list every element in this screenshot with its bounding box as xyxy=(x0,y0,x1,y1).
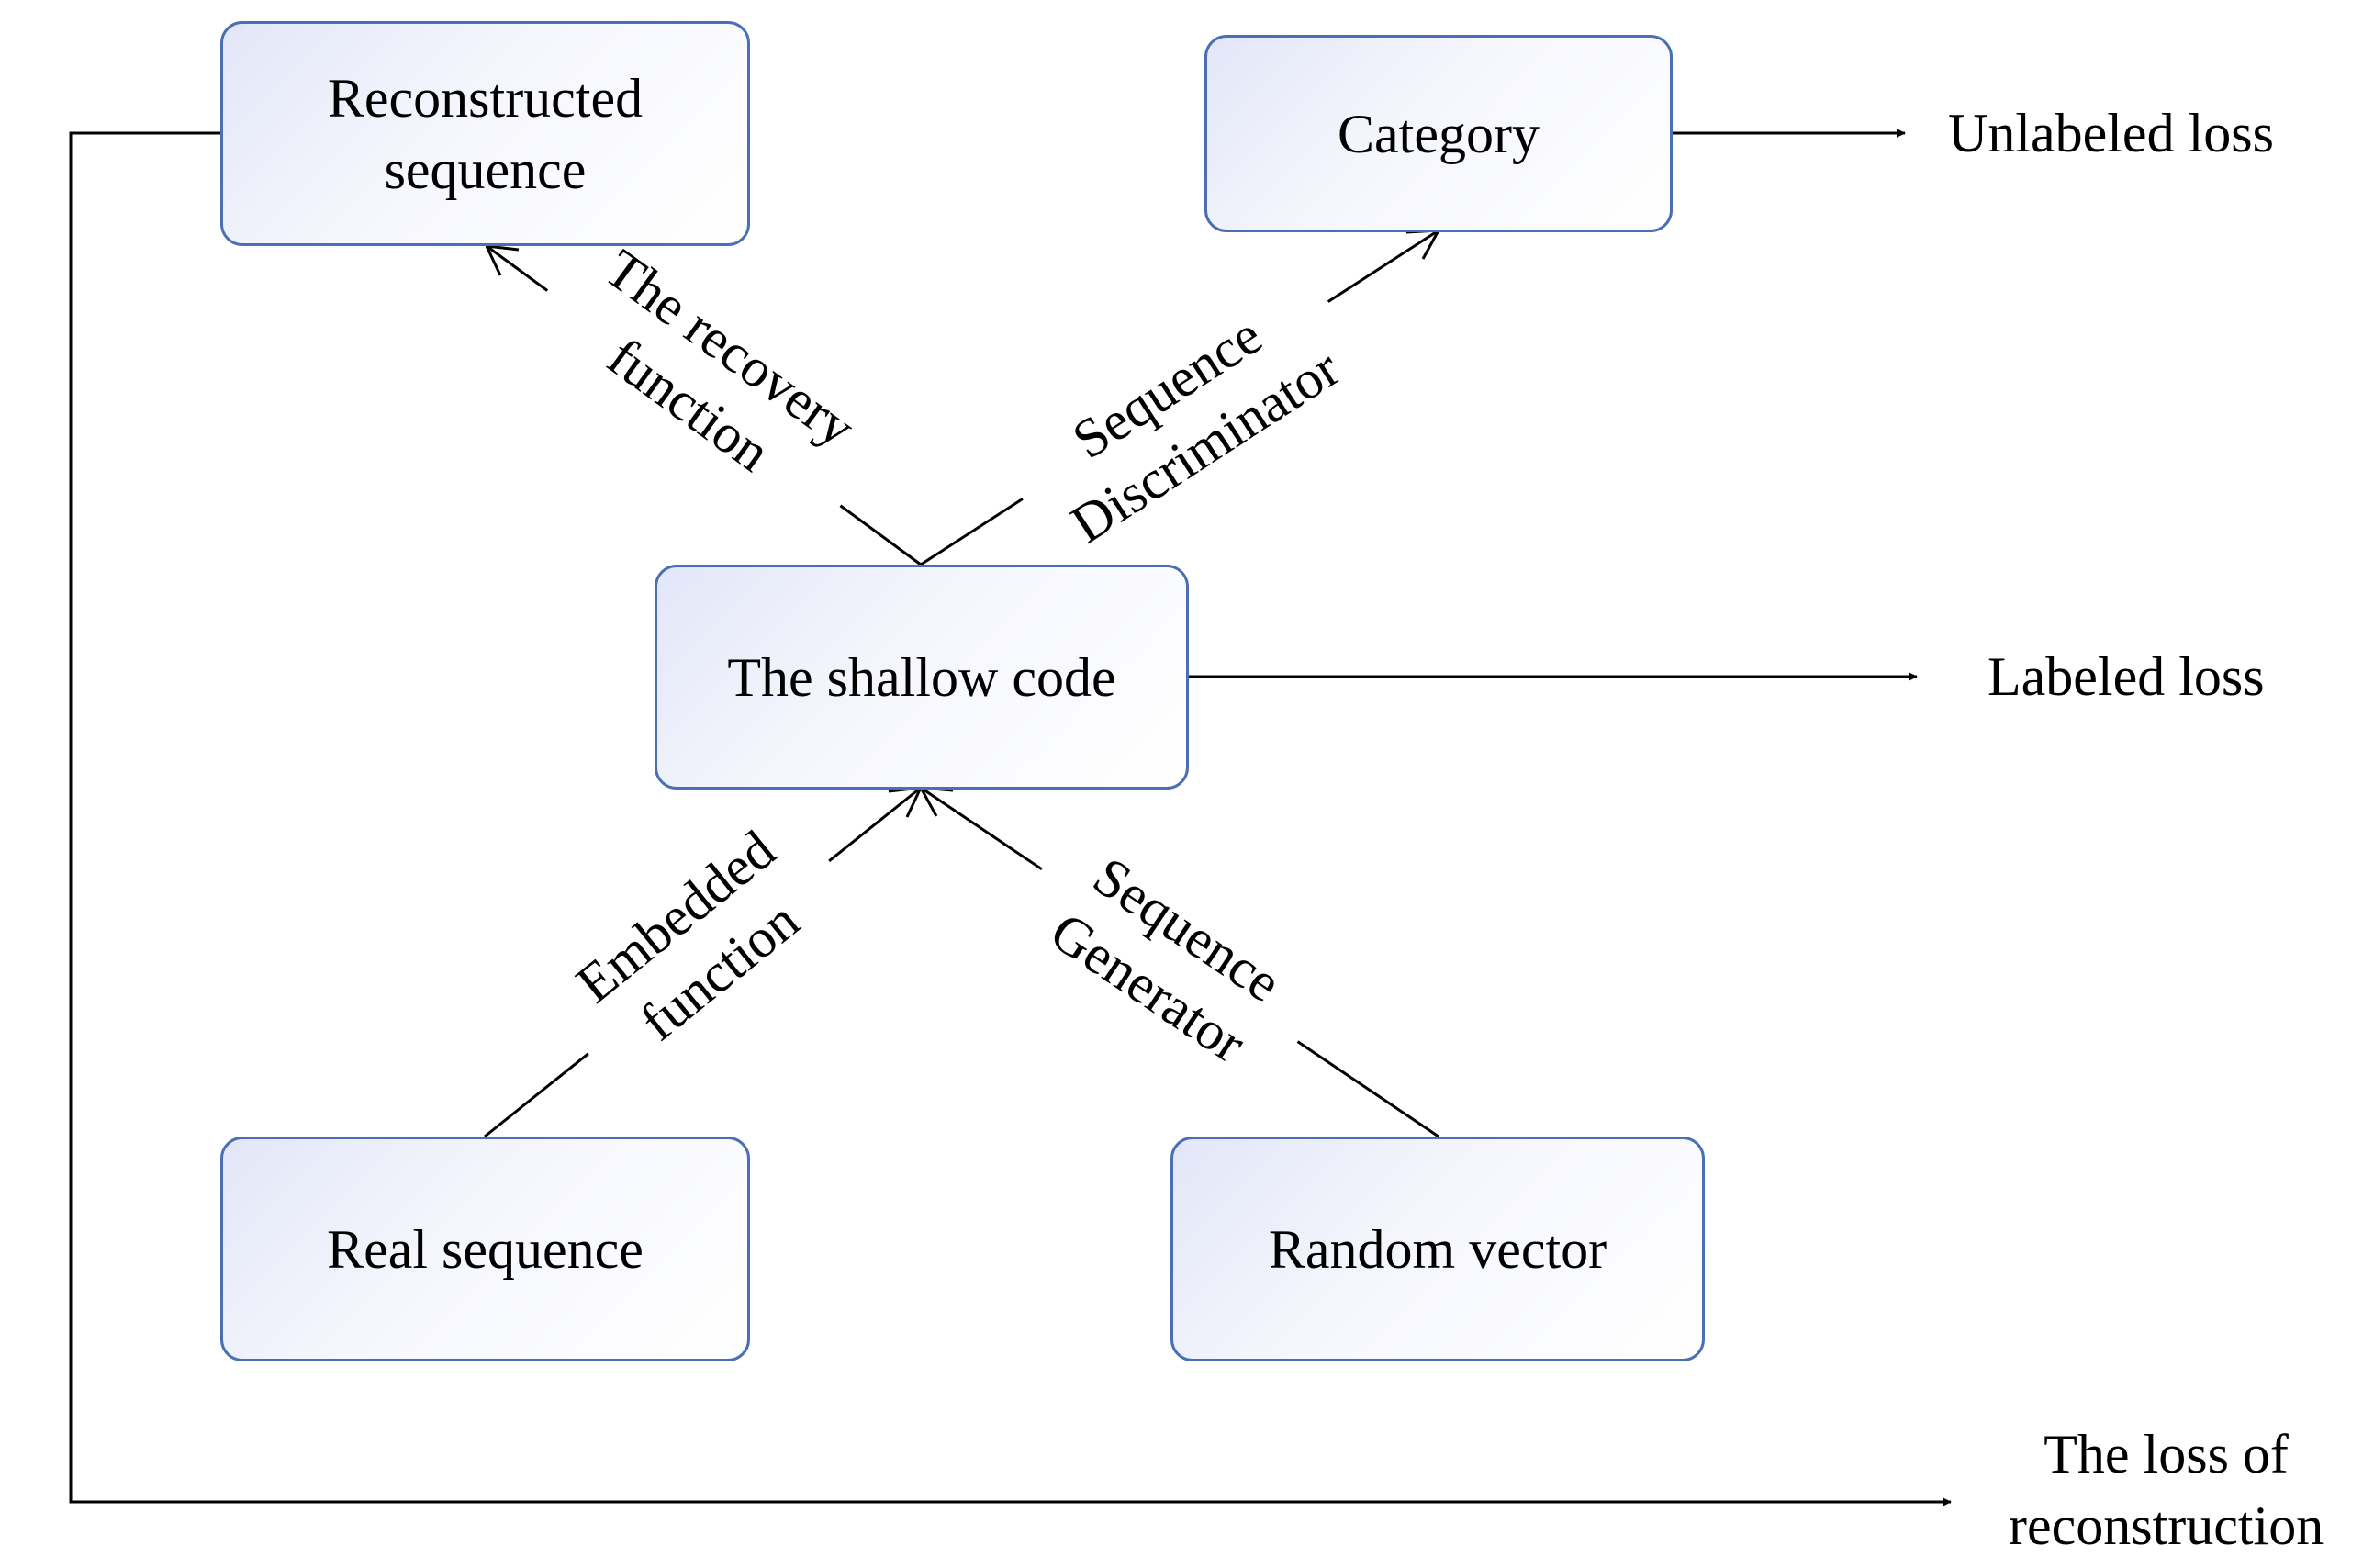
real-sequence-box: Real sequence xyxy=(220,1137,750,1361)
random-vector-box: Random vector xyxy=(1170,1137,1705,1361)
recovery-arrowhead xyxy=(485,244,520,276)
shallow-code-box: The shallow code xyxy=(655,565,1189,790)
labeled-loss-label: Labeled loss xyxy=(1988,646,2265,707)
shallow-code-label: The shallow code xyxy=(727,646,1116,708)
reconstructed-sequence-line2: sequence xyxy=(384,139,587,200)
random-vector-label: Random vector xyxy=(1268,1218,1607,1280)
real-sequence-label: Real sequence xyxy=(327,1218,644,1280)
reconstruction-loss-label: The loss of reconstruction xyxy=(2009,1418,2324,1562)
reconstruction-loss-line2: reconstruction xyxy=(2009,1495,2324,1556)
reconstructed-sequence-line1: Reconstructed xyxy=(327,67,644,129)
unlabeled-loss-label: Unlabeled loss xyxy=(1948,103,2274,163)
reconstructed-sequence-box: Reconstructed sequence xyxy=(220,21,750,246)
category-box: Category xyxy=(1204,35,1673,232)
category-label: Category xyxy=(1338,103,1540,164)
reconstruction-loss-arrow xyxy=(69,131,1952,1506)
reconstruction-loss-line1: The loss of xyxy=(2044,1424,2289,1484)
